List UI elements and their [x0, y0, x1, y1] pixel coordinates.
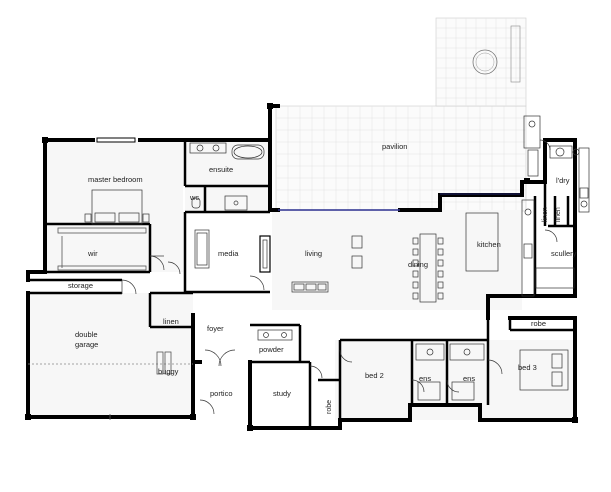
- label-media: media: [218, 249, 239, 258]
- pavilion-deck: [275, 105, 527, 212]
- label-robe-bed3: robe: [531, 319, 546, 328]
- dining-chair: [437, 248, 444, 256]
- label-ensuite: ensuite: [209, 165, 233, 174]
- label-dining: dining: [408, 260, 428, 269]
- master-window: [96, 137, 136, 143]
- label-linen-b: linen: [555, 207, 562, 222]
- label-robe-study: robe: [326, 400, 333, 414]
- label-garage: garage: [75, 340, 98, 349]
- doors: [121, 139, 558, 415]
- wir-shelves: [57, 227, 147, 271]
- media-furniture: [194, 229, 271, 273]
- dining-chair: [437, 237, 444, 245]
- toilet-icon: [191, 197, 201, 209]
- living-furniture: [291, 235, 363, 293]
- label-living: living: [305, 249, 322, 258]
- label-ldry: l'dry: [556, 176, 570, 185]
- label-ens-left: ens: [419, 374, 431, 383]
- dining-chair: [412, 292, 419, 300]
- basin-icon: [196, 144, 204, 152]
- label-linen-hall: linen: [163, 317, 179, 326]
- dining-chair: [412, 248, 419, 256]
- label-wc: wc: [189, 193, 199, 202]
- label-wir: wir: [87, 249, 98, 258]
- powder-fixtures: [257, 329, 293, 341]
- label-portico: portico: [210, 389, 233, 398]
- bathtub-icon: [233, 145, 263, 159]
- columns: [25, 103, 578, 431]
- label-buggy: buggy: [158, 367, 179, 376]
- label-pavilion: pavilion: [382, 142, 407, 151]
- label-powder: powder: [259, 345, 284, 354]
- garage-details: [28, 351, 193, 420]
- armchair: [351, 235, 363, 249]
- bench-seat: [510, 25, 521, 83]
- dining-chair: [412, 270, 419, 278]
- laundry-fixtures: [535, 145, 590, 289]
- interior-walls: [28, 140, 575, 428]
- exterior-walls: [26, 104, 577, 430]
- dining-chair: [412, 281, 419, 289]
- sofa-icon: [194, 229, 210, 269]
- label-study: study: [273, 389, 291, 398]
- label-double: double: [75, 330, 98, 339]
- kitchen-island: [465, 199, 535, 297]
- bed-master: [84, 189, 150, 225]
- dining-chair: [412, 237, 419, 245]
- label-linen-a: linen: [542, 207, 549, 222]
- round-table-icon: [472, 49, 498, 75]
- ensuite-fixtures: [189, 142, 265, 211]
- label-kitchen: kitchen: [477, 240, 501, 249]
- dining-table: [412, 233, 444, 303]
- label-foyer: foyer: [207, 324, 224, 333]
- tv-unit: [259, 235, 271, 273]
- bbq-fixtures: [523, 115, 541, 177]
- label-scullery: scullery: [551, 249, 577, 258]
- ens-fixtures: [415, 343, 485, 401]
- label-storage: storage: [68, 281, 93, 290]
- dining-chair: [437, 292, 444, 300]
- dining-chair: [437, 281, 444, 289]
- bed-3-furniture: [519, 349, 569, 391]
- upper-terrace: [435, 17, 527, 107]
- dining-chair: [437, 270, 444, 278]
- label-ens-right: ens: [463, 374, 475, 383]
- dining-chair: [437, 259, 444, 267]
- dining-chair: [412, 259, 419, 267]
- label-bed-2: bed 2: [365, 371, 384, 380]
- label-master-bedroom: master bedroom: [88, 175, 143, 184]
- lounge-sofa: [291, 281, 329, 293]
- label-bed-3: bed 3: [518, 363, 537, 372]
